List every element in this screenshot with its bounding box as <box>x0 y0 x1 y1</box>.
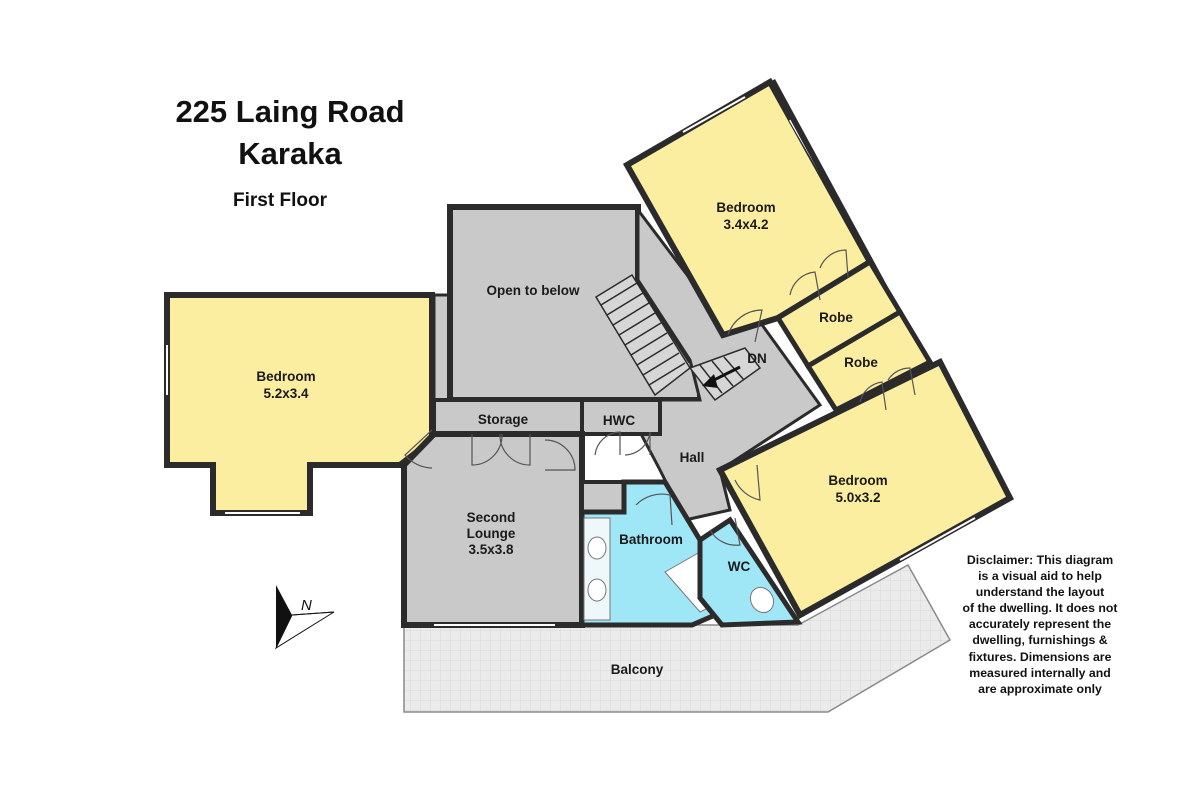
disclaimer-line: accurately represent the <box>968 617 1112 632</box>
balcony <box>403 563 952 713</box>
room-name: Robe <box>844 355 878 370</box>
room-name: Hall <box>680 450 705 465</box>
room-name: Open to below <box>487 283 580 298</box>
toilet-icon <box>749 586 775 614</box>
room-name: Storage <box>478 412 529 427</box>
floor-label: First Floor <box>233 190 327 211</box>
window <box>899 517 976 561</box>
bedroom-east <box>715 358 1014 620</box>
room-name: Bedroom <box>716 200 775 215</box>
robe-2 <box>804 308 934 414</box>
room-name: Balcony <box>611 662 664 677</box>
disclaimer: Disclaimer: This diagram is a visual aid… <box>950 552 1130 697</box>
disclaimer-line: dwelling, furnishings & <box>972 633 1108 648</box>
basin-icon <box>587 578 607 602</box>
bedroom-west <box>164 292 435 516</box>
north-arrow-icon: N <box>274 585 335 650</box>
vanity <box>583 517 611 621</box>
disclaimer-line: of the dwelling. It does not <box>962 601 1118 616</box>
hwc <box>580 398 662 436</box>
disclaimer-line: Disclaimer: This diagram <box>966 553 1114 567</box>
north-label: N <box>301 597 312 614</box>
room-name: HWC <box>603 413 635 428</box>
disclaimer-line: fixtures. Dimensions are <box>968 649 1112 664</box>
disclaimer-line: is a visual aid to help <box>978 569 1102 584</box>
window <box>682 96 746 133</box>
address-line-2: Karaka <box>238 136 342 171</box>
room-name: Bedroom <box>256 369 315 384</box>
room-name: Bedroom <box>828 473 887 488</box>
room-name: Bathroom <box>619 532 683 547</box>
stair-direction-label: DN <box>747 351 767 366</box>
address-line-1: 225 Laing Road <box>175 94 405 129</box>
room-size: 5.2x3.4 <box>263 386 309 401</box>
room-name: WC <box>728 559 751 574</box>
disclaimer-line: are approximate only <box>978 681 1102 696</box>
disclaimer-line: measured internally and <box>969 665 1111 680</box>
room-size: 3.5x3.8 <box>468 542 514 557</box>
room-name: Second <box>467 510 516 525</box>
stair-arrow-head-icon <box>702 374 718 388</box>
linen-cupboard <box>580 480 626 514</box>
door-swings <box>404 249 916 546</box>
room-name: Lounge <box>467 526 516 541</box>
room-size: 3.4x4.2 <box>723 217 768 232</box>
room-size: 5.0x3.2 <box>835 490 880 505</box>
disclaimer-line: understand the layout <box>975 585 1105 600</box>
room-name: Robe <box>819 310 853 325</box>
basin-icon <box>587 536 607 560</box>
